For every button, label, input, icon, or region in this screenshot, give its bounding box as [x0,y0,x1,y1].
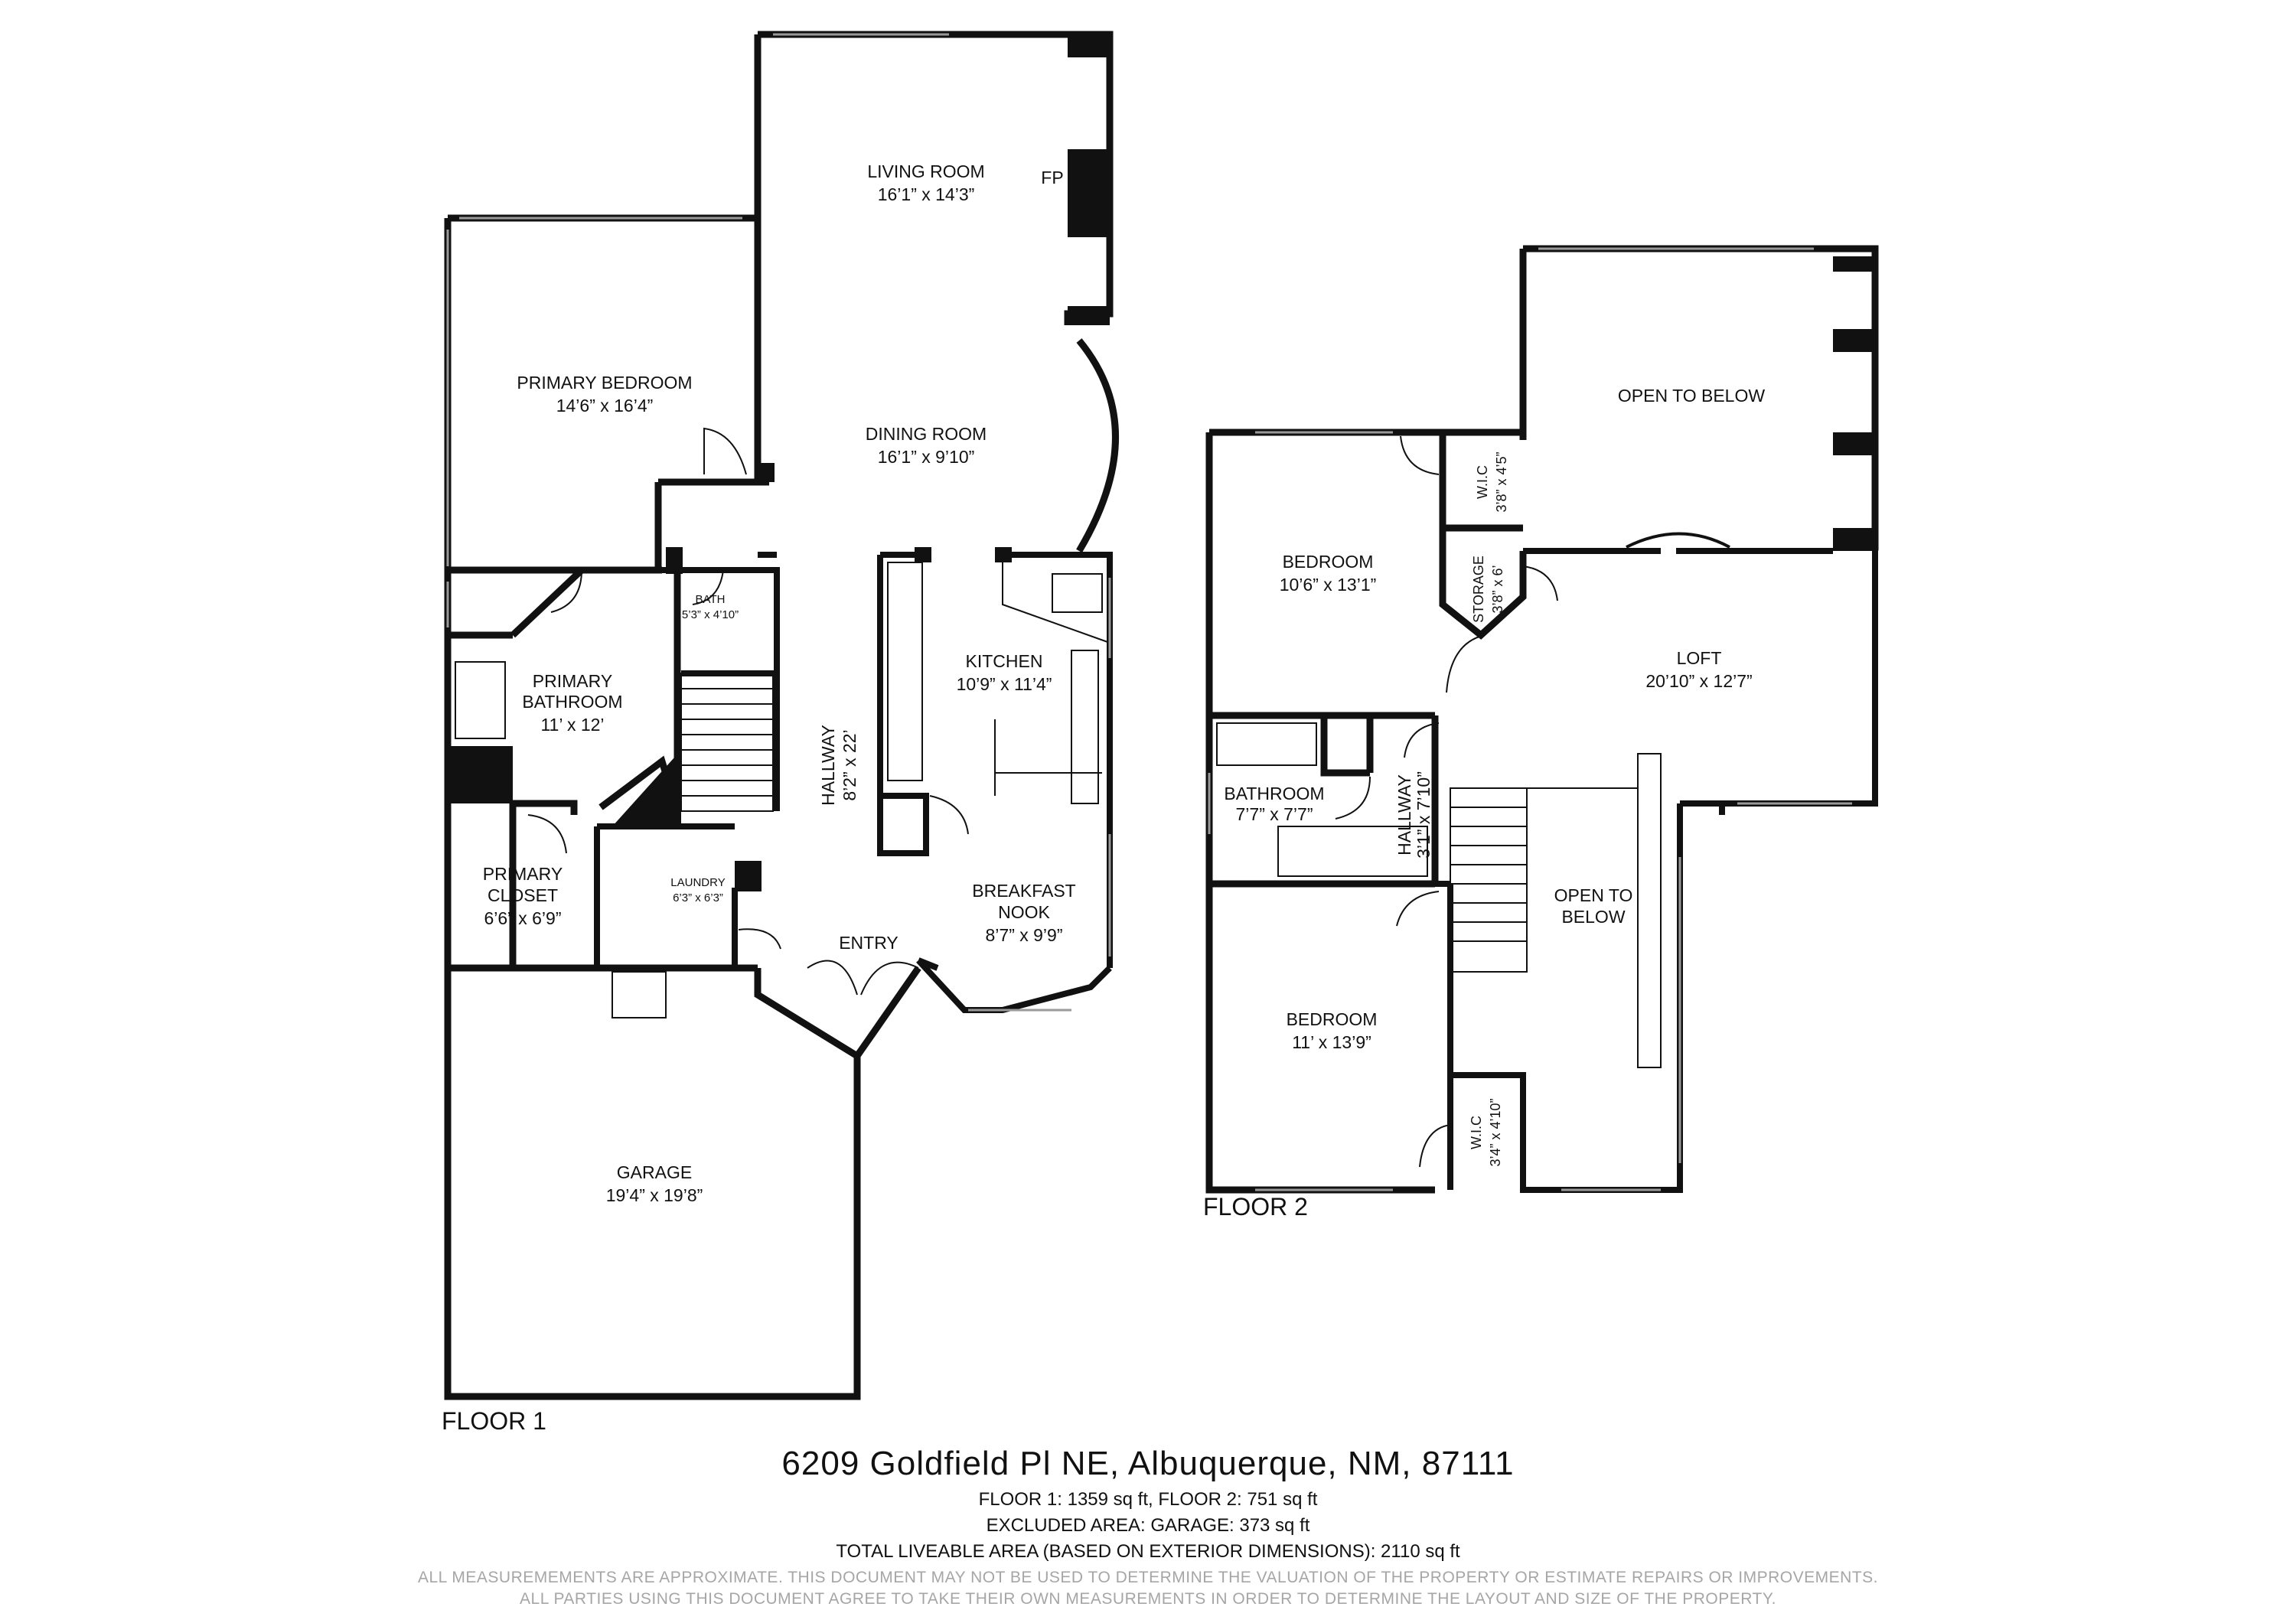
bedroom-bottom-name: BEDROOM [1287,1009,1378,1029]
stair-pillar [735,861,762,891]
wic-bottom-name: W.I.C [1469,1116,1484,1149]
open-to-below-mid-name1: OPEN TO [1554,885,1633,905]
bath-dim: 5’3” x 4’10” [682,608,739,621]
stairs-floor-1 [680,673,774,812]
living-room-name: LIVING ROOM [867,161,984,181]
door-swings-floor-1 [527,427,969,996]
upper-pillar-4 [1833,528,1875,551]
bedroom-pillar [758,463,775,482]
laundry-name: LAUNDRY [670,876,725,889]
shower-block [448,746,513,803]
kitchen-pillar-2 [995,547,1012,562]
garage-step [612,971,667,1018]
breakfast-nook-walls [916,957,1112,1013]
shower-pan [455,661,506,739]
excluded-area: EXCLUDED AREA: GARAGE: 373 sq ft [986,1515,1310,1536]
living-pillar-1 [1068,34,1110,57]
floor-areas: FLOOR 1: 1359 sq ft, FLOOR 2: 751 sq ft [978,1489,1318,1510]
primary-closet-name1: PRIMARY [483,864,563,884]
entry-name: ENTRY [839,933,899,953]
living-room-dim: 16’1” x 14’3” [878,184,975,204]
wic-top-dim: 3’8” x 4’5” [1494,451,1509,512]
stairs-floor-2 [1450,753,1662,1068]
total-area: TOTAL LIVEABLE AREA (BASED ON EXTERIOR D… [836,1541,1460,1562]
garage-dim: 19’4” x 19’8” [606,1185,703,1205]
kitchen-name: KITCHEN [966,651,1043,671]
storage-dim: 3’8” x 6’ [1490,565,1505,613]
primary-bathroom-name2: BATHROOM [522,692,622,712]
garage-name: GARAGE [617,1162,692,1182]
open-to-below-mid-name2: BELOW [1561,907,1625,927]
windows-floor-2 [1208,247,1852,1191]
hallway-name: HALLWAY [818,725,838,806]
breakfast-nook-dim: 8’7” x 9’9” [986,925,1063,945]
dining-room-dim: 16’1” x 9’10” [878,447,975,467]
garage-walls [444,968,861,1400]
floor-2-labels: OPEN TO BELOW W.I.C 3’8” x 4’5” BEDROOM … [1224,386,1765,1167]
wic-bottom-dim: 3’4” x 4’10” [1488,1098,1503,1166]
door-swings-floor-2 [1335,435,1558,1168]
bedroom-top-dim: 10’6” x 13’1” [1280,575,1377,595]
dining-room-name: DINING ROOM [866,424,987,444]
laundry-dim: 6’3” x 6’3” [673,891,723,904]
upper-pillar-2 [1833,329,1875,352]
floor-2-plan [1205,245,1879,1194]
primary-bathroom-name1: PRIMARY [533,671,612,691]
primary-bedroom-dim: 14’6” x 16’4” [556,396,654,416]
bathroom-name: BATHROOM [1224,784,1324,803]
laundry-walls [594,823,738,968]
primary-closet-name2: CLOSET [488,885,558,905]
fireplace-label: FP [1041,168,1063,187]
bedroom-bottom-dim: 11’ x 13’9” [1292,1032,1371,1052]
disclaimer-line-2: ALL PARTIES USING THIS DOCUMENT AGREE TO… [520,1590,1776,1608]
bath-fixtures-2 [1216,722,1428,877]
floor-1-label: FLOOR 1 [442,1407,546,1435]
primary-bedroom-walls [444,214,769,574]
kitchen-pillar-1 [915,547,931,562]
primary-bedroom-name: PRIMARY BEDROOM [517,373,692,393]
wic-top-name: W.I.C [1475,465,1490,499]
loft-arch [1626,532,1730,549]
kitchen-dim: 10’9” x 11’4” [957,674,1052,694]
fireplace [1068,149,1110,237]
hallway-dim: 8’2” x 22’ [840,729,859,800]
hallway-2-dim: 3’1” x 7’10” [1414,771,1433,859]
living-dining-walls [754,31,1119,553]
entry-walls [448,964,921,1061]
bath-name: BATH [696,593,726,606]
primary-closet-dim: 6’6” x 6’9” [484,908,562,928]
loft-name: LOFT [1677,648,1722,668]
hallway-2-name: HALLWAY [1394,774,1414,855]
wall-wedge [612,750,681,826]
floor-1-plan [444,31,1119,1400]
disclaimer-line-1: ALL MEASUREMEMENTS ARE APPROXIMATE. THIS… [418,1569,1878,1586]
floor-2-label: FLOOR 2 [1203,1193,1308,1221]
windows-floor-1 [446,33,1111,1012]
bathroom-walls [1205,715,1439,1194]
floor-1-labels: LIVING ROOM 16’1” x 14’3” FP DINING ROOM… [483,161,1076,1205]
living-pillar-2 [1068,306,1110,325]
hallway-walls [1435,881,1453,1190]
breakfast-nook-name2: NOOK [998,902,1050,922]
bath-pillar [666,547,683,574]
upper-pillar-1 [1833,256,1875,272]
bedroom-top-name: BEDROOM [1283,552,1374,572]
breakfast-nook-name1: BREAKFAST [972,881,1075,901]
open-to-below-top-name: OPEN TO BELOW [1618,386,1765,406]
property-address: 6209 Goldfield Pl NE, Albuquerque, NM, 8… [781,1445,1515,1482]
kitchen-counters [887,562,1110,804]
bathroom-dim: 7’7” x 7’7” [1236,804,1313,824]
loft-dim: 20’10” x 12’7” [1645,671,1752,691]
upper-pillar-3 [1833,432,1875,455]
storage-name: STORAGE [1471,556,1486,623]
primary-bathroom-dim: 11’ x 12’ [540,715,604,735]
